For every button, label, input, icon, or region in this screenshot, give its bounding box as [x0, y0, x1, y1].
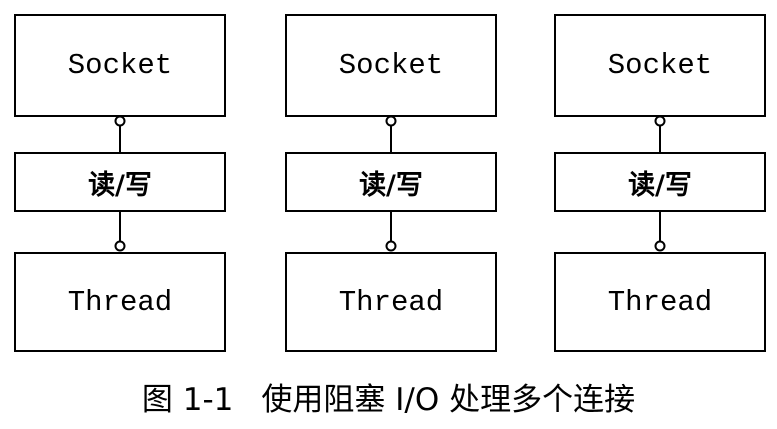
figure-caption: 图 1-1 使用阻塞 I/O 处理多个连接: [0, 374, 777, 419]
io-thread-connector: [385, 211, 397, 252]
thread-box: Thread: [285, 252, 497, 352]
io-thread-connector: [114, 211, 126, 252]
socket-label: Socket: [607, 49, 713, 82]
connection-column-2: Socket 读/写 Thread: [285, 0, 497, 360]
io-thread-connector: [654, 211, 666, 252]
thread-box: Thread: [14, 252, 226, 352]
read-write-box: 读/写: [285, 152, 497, 212]
socket-io-connector: [654, 115, 666, 154]
thread-label: Thread: [607, 285, 713, 319]
socket-box: Socket: [285, 14, 497, 117]
read-write-label: 读/写: [88, 169, 152, 201]
socket-io-connector: [385, 115, 397, 154]
socket-label: Socket: [338, 49, 444, 82]
socket-box: Socket: [14, 14, 226, 117]
read-write-box: 读/写: [14, 152, 226, 212]
figure-title: 使用阻塞 I/O 处理多个连接: [261, 382, 636, 418]
socket-io-connector: [114, 115, 126, 154]
read-write-box: 读/写: [554, 152, 766, 212]
figure-number: 图 1-1: [141, 382, 234, 418]
connection-column-3: Socket 读/写 Thread: [554, 0, 766, 360]
thread-label: Thread: [338, 285, 444, 319]
thread-label: Thread: [67, 285, 173, 319]
read-write-label: 读/写: [359, 169, 423, 201]
read-write-label: 读/写: [628, 169, 692, 201]
socket-label: Socket: [67, 49, 173, 82]
connection-column-1: Socket 读/写 Thread: [14, 0, 226, 360]
socket-box: Socket: [554, 14, 766, 117]
thread-box: Thread: [554, 252, 766, 352]
